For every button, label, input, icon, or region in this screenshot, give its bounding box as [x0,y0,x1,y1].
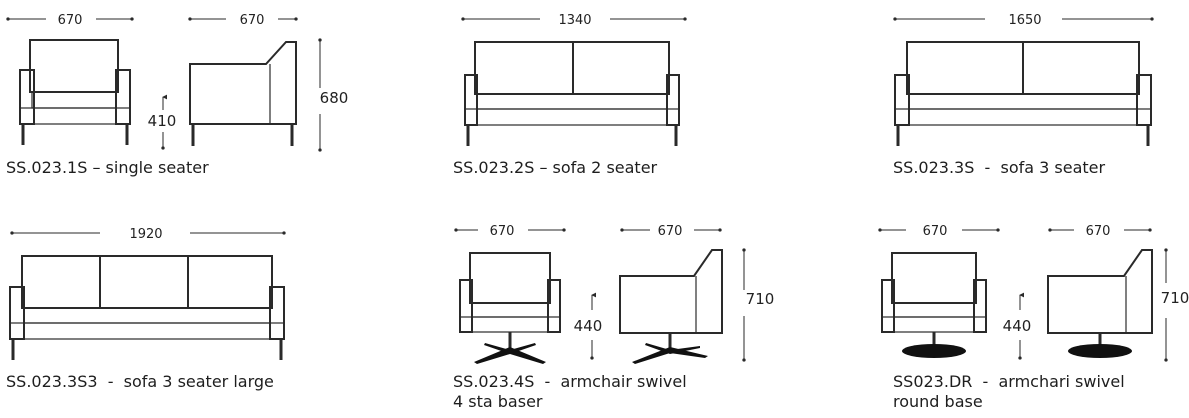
armchair-round-base-front-view: 670 440 [878,224,1032,360]
armchair-round-base-side-width-label: 670 [1086,224,1111,239]
armchair-swivel-caption-line2: 4 sta baser [453,392,543,411]
armchair-swivel-front-width-label: 670 [490,224,515,239]
single-seater-total-height-label: 680 [320,89,349,107]
armchair-swivel-seat-height-label: 440 [574,317,603,335]
sofa-3-seater-front-view: 1650 [893,13,1154,146]
armchair-round-base-front-width-label: 670 [923,224,948,239]
armchair-round-base-seat-height-label: 440 [1003,317,1032,335]
single-seater-side-view: 670 680 [188,13,349,152]
sofa-3-seater-large-caption: SS.023.3S3 - sofa 3 seater large [6,372,274,391]
armchair-swivel-total-height-label: 710 [746,290,775,308]
armchair-round-base-caption-line2: round base [893,392,983,411]
single-seater-front-view: 670 410 [6,13,177,150]
sofa-3-seater-caption: SS.023.3S - sofa 3 seater [893,158,1106,177]
sofa-3-seater-large-width-label: 1920 [129,227,162,242]
armchair-swivel-caption: SS.023.4S - armchair swivel [453,372,687,391]
sofa-3-seater-width-label: 1650 [1008,13,1041,28]
armchair-round-base-caption: SS023.DR - armchari swivel [893,372,1125,391]
sofa-2-seater-front-view: 1340 [461,13,687,146]
single-seater-caption: SS.023.1S – single seater [6,158,209,177]
sofa-2-seater-caption: SS.023.2S – sofa 2 seater [453,158,658,177]
armchair-round-base-total-height-label: 710 [1161,289,1189,307]
armchair-swivel-side-width-label: 670 [658,224,683,239]
armchair-swivel-front-view: 670 440 [454,224,603,364]
sofa-3-seater-large-front-view: 1920 [9,227,286,360]
single-seater-side-width-label: 670 [240,13,265,28]
single-seater-seat-height-label: 410 [148,112,177,130]
armchair-round-base-side-view: 670 710 [1047,224,1189,362]
armchair-swivel-side-view: 670 710 [619,224,775,364]
single-seater-front-width-label: 670 [58,13,83,28]
sofa-2-seater-width-label: 1340 [558,13,591,28]
